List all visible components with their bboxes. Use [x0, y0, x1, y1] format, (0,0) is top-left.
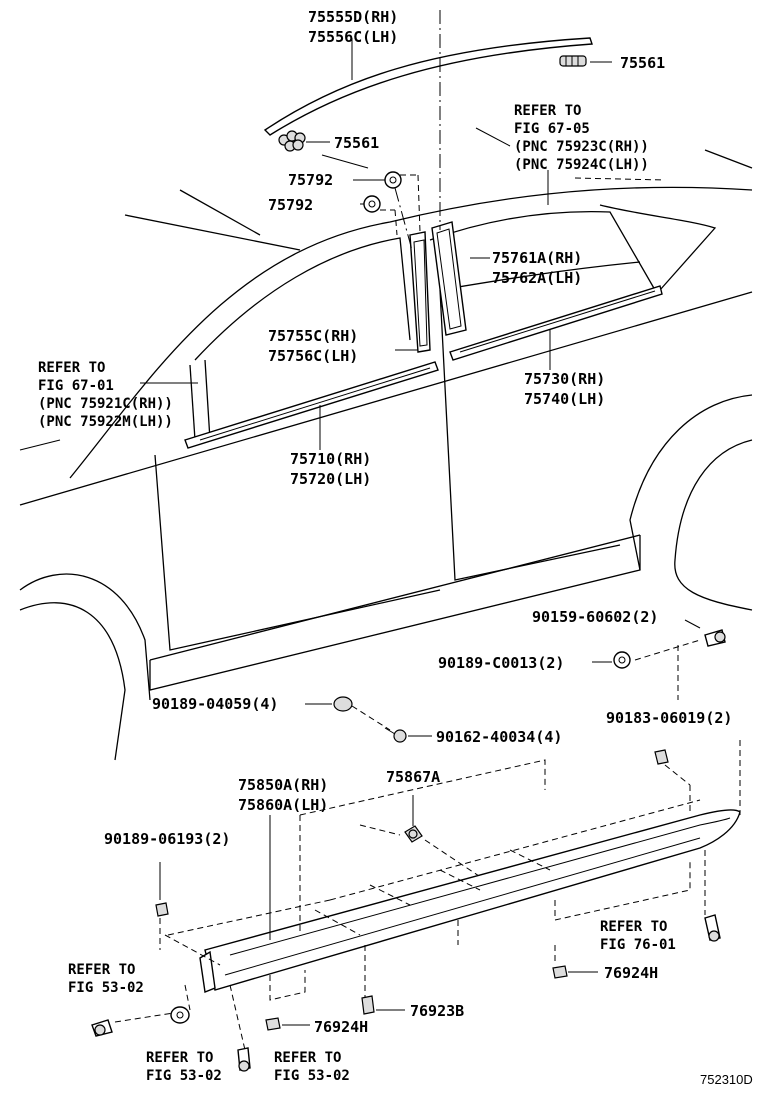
clip-90189-06193	[155, 902, 169, 917]
label-75792-b: 75792	[268, 196, 313, 214]
label-75867a: 75867A	[386, 768, 440, 786]
b-pillar-garnish-rear	[431, 221, 467, 336]
refer-7601-line2: FIG 76-01	[600, 937, 676, 953]
label-75555d: 75555D(RH)	[308, 8, 398, 26]
label-90162-40034: 90162-40034(4)	[436, 728, 562, 746]
label-75730: 75730(RH)	[524, 370, 605, 388]
refer-5302-left-line2: FIG 53-02	[68, 980, 144, 996]
label-75720: 75720(LH)	[290, 470, 371, 488]
refer-6705-line4: (PNC 75924C(LH))	[514, 157, 649, 173]
refer-5302-br-line2: FIG 53-02	[274, 1068, 350, 1084]
label-75561-top: 75561	[620, 54, 665, 72]
clip-refer-5302-round	[170, 1006, 190, 1024]
clip-75867a	[404, 825, 423, 843]
refer-5302-bl-line1: REFER TO	[146, 1050, 213, 1066]
label-76924h-bottom: 76924H	[314, 1018, 368, 1036]
clip-75792-a	[384, 171, 402, 189]
label-75561-mid: 75561	[334, 134, 379, 152]
clip-75561-mid	[278, 130, 306, 152]
label-75762a: 75762A(LH)	[492, 269, 582, 287]
dashed-guides-lower	[114, 759, 706, 1051]
rear-door-belt-molding	[449, 285, 663, 361]
clip-75792-b	[363, 195, 381, 213]
clip-76924h-right	[552, 965, 568, 979]
label-75756c: 75756C(LH)	[268, 347, 358, 365]
refer-5302-br-line1: REFER TO	[274, 1050, 341, 1066]
label-75755c: 75755C(RH)	[268, 327, 358, 345]
clip-90189-c0013	[613, 651, 631, 669]
label-75850a: 75850A(RH)	[238, 776, 328, 794]
labels: 75555D(RH) 75556C(LH) 75561 75561 REFER …	[38, 8, 753, 1087]
label-75740: 75740(LH)	[524, 390, 605, 408]
clip-90189-04059	[333, 696, 353, 712]
refer-6705-line3: (PNC 75923C(RH))	[514, 139, 649, 155]
refer-7601-line1: REFER TO	[600, 919, 667, 935]
screw-refer-7601	[704, 914, 721, 942]
refer-6701-line3: (PNC 75921C(RH))	[38, 396, 173, 412]
label-90159-60602: 90159-60602(2)	[532, 608, 658, 626]
label-75710: 75710(RH)	[290, 450, 371, 468]
refer-6701-line4: (PNC 75922M(LH))	[38, 414, 173, 430]
label-90189-04059: 90189-04059(4)	[152, 695, 278, 713]
label-76923b: 76923B	[410, 1002, 464, 1020]
label-90183-06019: 90183-06019(2)	[606, 709, 732, 727]
roof-molding	[263, 37, 593, 136]
refer-5302-bl-line2: FIG 53-02	[146, 1068, 222, 1084]
clip-76923b	[361, 995, 375, 1015]
label-75761a: 75761A(RH)	[492, 249, 582, 267]
clip-90183-06019	[654, 749, 669, 765]
label-90189-c0013: 90189-C0013(2)	[438, 654, 564, 672]
refer-6701-line2: FIG 67-01	[38, 378, 114, 394]
dashed-guides-upper	[380, 10, 666, 251]
screw-90159-60602	[704, 629, 726, 647]
leader-lines-upper	[140, 38, 612, 450]
label-75860a: 75860A(LH)	[238, 796, 328, 814]
label-76924h-right: 76924H	[604, 964, 658, 982]
screw-refer-5302-left	[91, 1019, 113, 1037]
screw-90162-40034	[384, 727, 407, 743]
drawing-code: 752310D	[700, 1072, 753, 1087]
label-75792-a: 75792	[288, 171, 333, 189]
screw-refer-5302-bottom	[237, 1047, 251, 1072]
label-90189-06193: 90189-06193(2)	[104, 830, 230, 848]
rocker-panel-molding	[199, 809, 741, 993]
refer-6705-line2: FIG 67-05	[514, 121, 590, 137]
label-75556c: 75556C(LH)	[308, 28, 398, 46]
refer-5302-left-line1: REFER TO	[68, 962, 135, 978]
car-body-outline	[19, 149, 753, 761]
clip-75561-top	[559, 55, 587, 67]
refer-6701-line1: REFER TO	[38, 360, 105, 376]
refer-6705-line1: REFER TO	[514, 103, 581, 119]
clip-76924h-bottom	[265, 1017, 281, 1031]
